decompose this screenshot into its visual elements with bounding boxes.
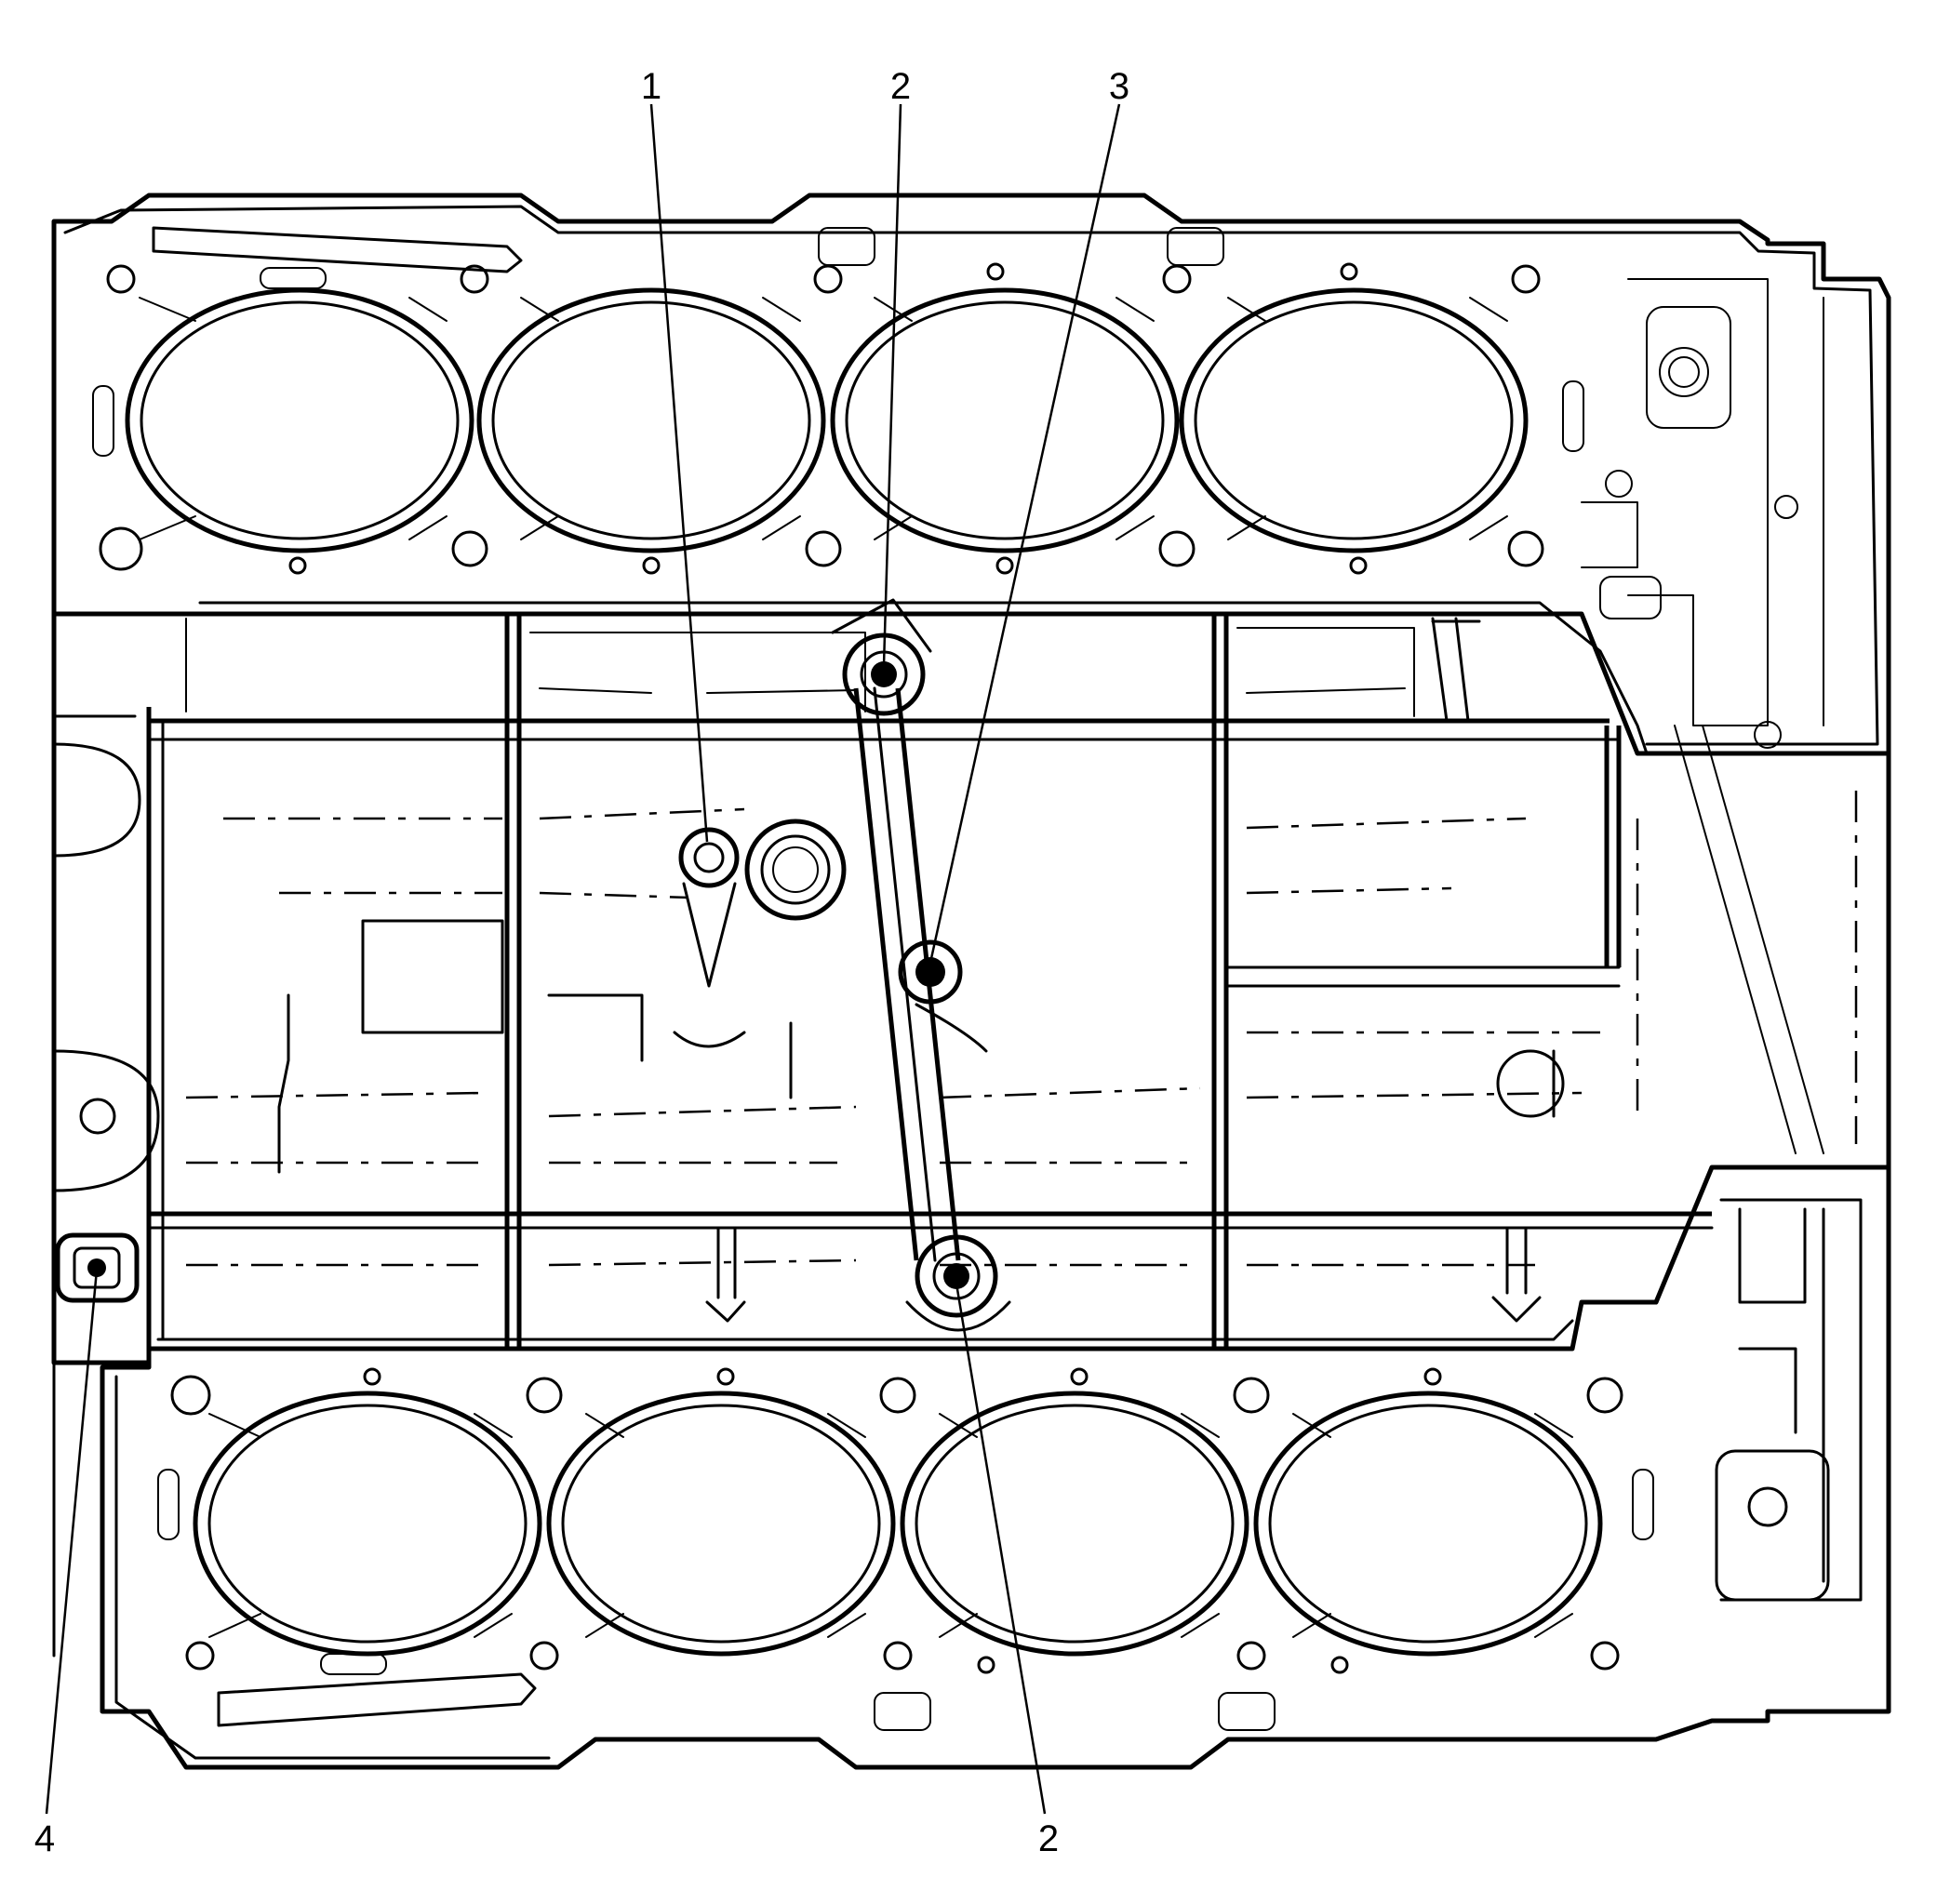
upper-cylinder-bore-2 [476, 287, 826, 553]
lower-cylinder-bore-3 [900, 1391, 1249, 1657]
lower-cylinder-bore-4 [1253, 1391, 1603, 1657]
leader-3 [928, 103, 1121, 964]
callout-1: 1 [641, 66, 661, 107]
part-3-plug [898, 939, 988, 1053]
upper-cylinder-bore-4 [1179, 287, 1529, 553]
upper-cylinder-bore-3 [830, 287, 1180, 553]
lower-cylinder-bore-1 [193, 1391, 542, 1657]
callout-labels: 1 2 3 2 4 [34, 66, 1129, 1859]
leader-4 [45, 1269, 99, 1815]
part-1-fitting [678, 827, 740, 988]
lower-deck [100, 1167, 1891, 1770]
part-2-upper-plug [831, 598, 932, 716]
callout-4: 4 [34, 1818, 55, 1859]
lower-cylinder-bore-2 [546, 1391, 896, 1657]
leader-2-upper [882, 103, 902, 666]
leader-1 [649, 103, 709, 843]
upper-deck [51, 193, 1891, 756]
part-4-fitting [55, 1232, 140, 1303]
leader-2-lower [955, 1283, 1047, 1815]
leader-lines [45, 103, 1121, 1815]
callout-2-upper: 2 [890, 66, 911, 107]
oil-gallery-plug [744, 819, 847, 921]
center-valley [51, 598, 1891, 1658]
callout-3: 3 [1109, 66, 1129, 107]
callout-2-lower: 2 [1038, 1818, 1059, 1859]
upper-cylinder-bore-1 [125, 287, 474, 553]
part-2-lower-plug [905, 1234, 1011, 1332]
